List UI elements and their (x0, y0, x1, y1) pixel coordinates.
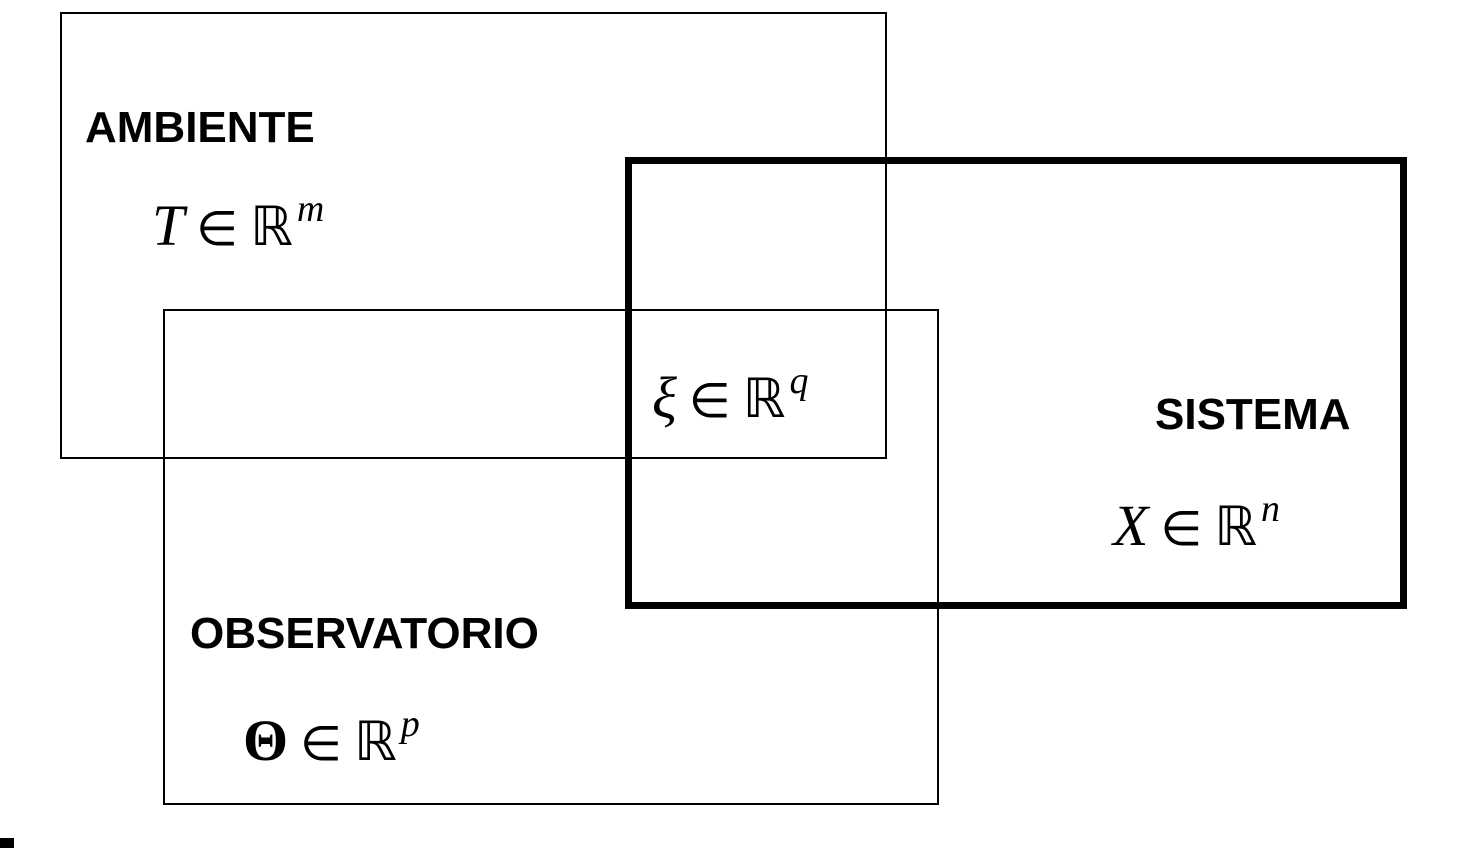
intersection-element-of: ∈ (688, 373, 731, 429)
observatorio-variable: Θ (243, 708, 289, 773)
intersection-variable: ξ (652, 365, 677, 430)
ambiente-variable: T (152, 193, 185, 258)
ambiente-element-of: ∈ (196, 201, 239, 257)
observatorio-set: ℝ (353, 710, 397, 773)
sistema-exponent: n (1261, 488, 1281, 530)
observatorio-box (163, 309, 939, 805)
sistema-set: ℝ (1214, 495, 1258, 558)
ambiente-exponent: m (296, 188, 325, 230)
sistema-element-of: ∈ (1160, 501, 1203, 557)
ambiente-box (60, 12, 887, 459)
observatorio-element-of: ∈ (300, 716, 342, 772)
sistema-label: SISTEMA (1155, 390, 1351, 439)
ambiente-set: ℝ (250, 195, 293, 258)
observatorio-exponent: p (400, 703, 420, 745)
sistema-box (625, 157, 1407, 609)
observatorio-label: OBSERVATORIO (190, 609, 539, 658)
corner-mark (0, 838, 14, 848)
ambiente-label: AMBIENTE (85, 103, 315, 152)
sistema-variable: X (1113, 493, 1149, 558)
intersection-exponent: q (789, 360, 809, 402)
intersection-set: ℝ (742, 367, 786, 430)
